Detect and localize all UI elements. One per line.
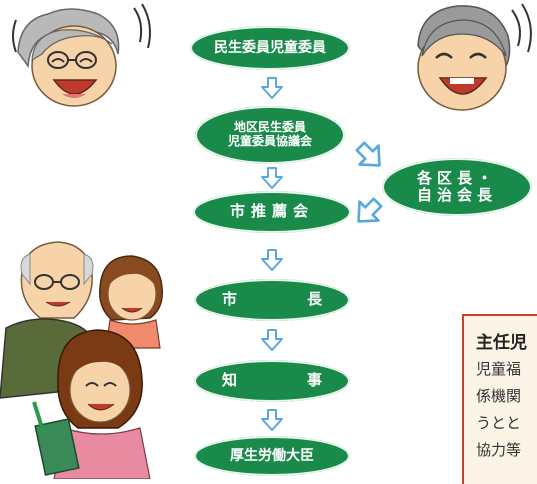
flow-node-label-line1: 各区長・ bbox=[416, 168, 497, 187]
panel-title: 主任児 bbox=[476, 333, 527, 353]
panel-line: 協力等 bbox=[476, 441, 522, 459]
panel-line: 係機関 bbox=[476, 387, 522, 405]
flow-node-city-recommendation-committee: 市推薦会 bbox=[193, 191, 351, 233]
flow-node-governor: 知 事 bbox=[194, 360, 350, 402]
flow-node-label-line2: 自治会長 bbox=[416, 186, 497, 204]
chief-child-welfare-panel: 主任児 児童福 係機関 うとと 協力等 bbox=[462, 314, 537, 484]
elderly-woman-right-illustration bbox=[417, 3, 532, 111]
flow-node-label-part: 市 bbox=[222, 290, 238, 309]
arrow-down-icon bbox=[261, 77, 283, 99]
flow-node-label-split: 市 長 bbox=[194, 290, 350, 309]
family-group-illustration bbox=[0, 241, 163, 479]
flow-node-label-split: 知 事 bbox=[194, 371, 350, 390]
arrow-diagonal-down-left-icon bbox=[357, 197, 383, 223]
arrow-down-icon bbox=[261, 329, 283, 351]
flow-node-mayor: 市 長 bbox=[194, 279, 350, 321]
arrow-down-icon bbox=[261, 167, 283, 189]
elderly-woman-left-illustration bbox=[12, 3, 151, 107]
flow-node-label-line1: 地区民生委員 bbox=[233, 120, 306, 135]
flow-node-label-part: 長 bbox=[306, 290, 322, 309]
panel-line: うとと bbox=[476, 414, 522, 432]
flow-node-label-part: 事 bbox=[306, 371, 322, 390]
flow-node-commissioned-welfare-volunteer: 民生委員児童委員 bbox=[190, 26, 350, 70]
flow-node-health-labour-minister: 厚生労働大臣 bbox=[194, 436, 350, 476]
arrow-down-icon bbox=[261, 409, 283, 431]
flow-node-label: 民生委員児童委員 bbox=[214, 39, 326, 56]
flow-node-district-council: 地区民生委員 児童委員協議会 bbox=[195, 106, 345, 164]
panel-line: 児童福 bbox=[476, 360, 522, 378]
arrow-diagonal-down-right-icon bbox=[355, 141, 381, 167]
flow-node-label-line2: 児童委員協議会 bbox=[227, 134, 312, 148]
flow-node-label: 厚生労働大臣 bbox=[230, 447, 314, 464]
arrow-down-icon bbox=[261, 249, 283, 271]
flow-node-ward-heads-neighborhood-chiefs: 各区長・ 自治会長 bbox=[382, 158, 532, 216]
flow-node-label: 市推薦会 bbox=[229, 202, 314, 221]
flow-node-label-part: 知 bbox=[222, 371, 238, 390]
